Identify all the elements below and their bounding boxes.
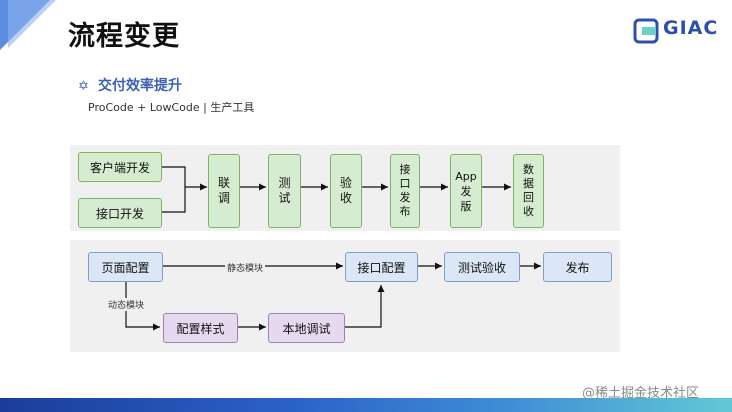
corner-triangle-icon	[0, 0, 56, 50]
gear-icon: ✡	[78, 79, 89, 94]
step-interface-publish-box: 接 口 发 布	[390, 154, 420, 228]
subheading-text: 交付效率提升	[98, 78, 182, 94]
slide-title: 流程变更	[68, 21, 180, 52]
dynamic-module-label: 动态模块	[106, 298, 147, 311]
static-module-label: 静态模块	[225, 261, 266, 274]
page-config-box: 页面配置	[88, 252, 163, 282]
subheading: ✡ 交付效率提升	[78, 75, 182, 95]
step-accept-box: 验 收	[330, 154, 362, 228]
subline: ProCode + LowCode | 生产工具	[88, 101, 255, 114]
step-test-box: 测 试	[268, 154, 301, 228]
footer-bar	[0, 398, 732, 412]
logo-text: GIAC	[663, 17, 719, 39]
watermark: @稀土掘金技术社区	[582, 386, 700, 401]
local-debug-box: 本地调试	[268, 313, 345, 343]
publish-box: 发布	[543, 252, 612, 282]
giac-logo-icon	[633, 18, 659, 44]
step-integration-box: 联 调	[208, 154, 240, 228]
test-accept-box: 测试验收	[444, 252, 520, 282]
client-dev-box: 客户端开发	[78, 152, 162, 182]
interface-dev-box: 接口开发	[78, 198, 162, 228]
step-data-recovery-box: 数 据 回 收	[513, 154, 544, 228]
step-app-release-box: App 发 版	[450, 154, 482, 228]
config-style-box: 配置样式	[163, 313, 238, 343]
interface-config-box: 接口配置	[345, 252, 418, 282]
